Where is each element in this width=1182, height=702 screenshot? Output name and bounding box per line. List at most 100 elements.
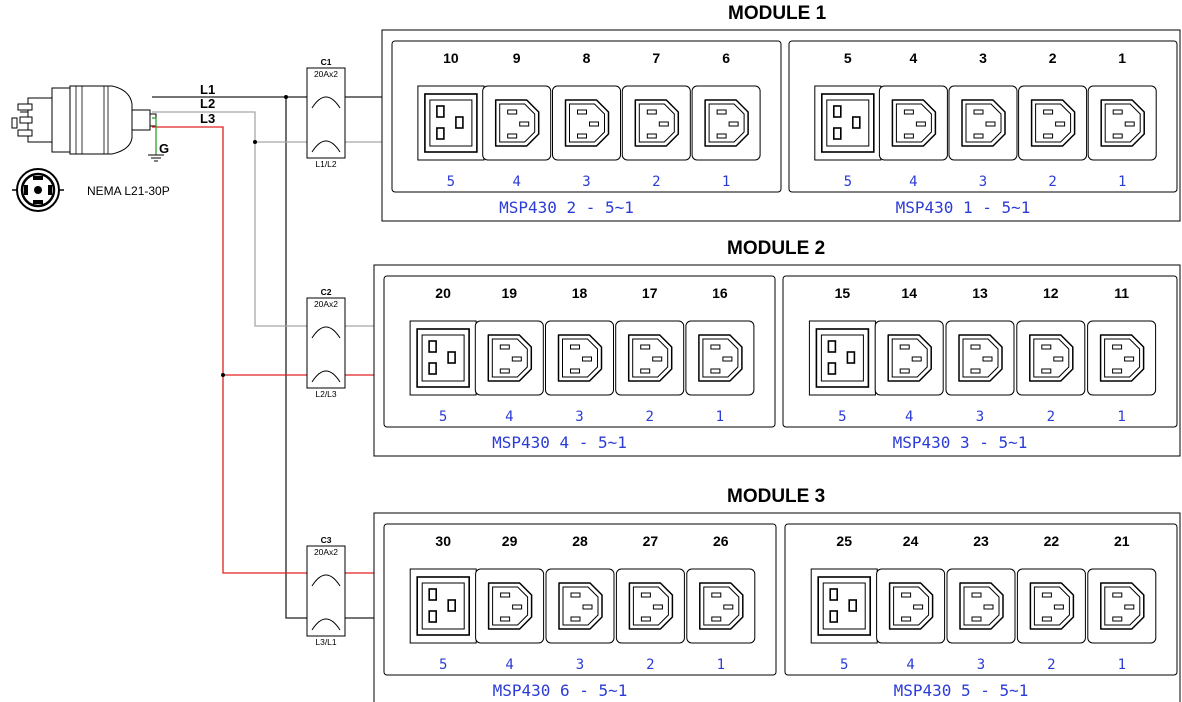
breaker-contact-icon (311, 370, 341, 383)
outlet-14[interactable] (874, 320, 944, 396)
outlet-number: 25 (836, 533, 852, 549)
breaker-contact-icon (311, 140, 341, 153)
ground-label: G (159, 141, 169, 156)
plug-type-label: NEMA L21-30P (87, 184, 170, 198)
outlet-7[interactable] (621, 85, 691, 161)
outlet-12[interactable] (1016, 320, 1086, 396)
outlet-8[interactable] (552, 85, 621, 161)
outlet-sub-index: 1 (1117, 409, 1125, 425)
outlet-19[interactable] (474, 320, 544, 396)
breaker-contact-icon (311, 96, 341, 109)
outlet-sub-index: 4 (505, 409, 513, 425)
outlet-sub-index: 5 (844, 174, 852, 190)
outlet-21[interactable] (1087, 568, 1157, 644)
outlet-sub-index: 4 (505, 657, 513, 673)
breaker-contact-icon (311, 326, 341, 339)
outlet-1[interactable] (1087, 85, 1157, 161)
line-l3-label: L3 (200, 111, 215, 126)
outlet-number: 28 (572, 533, 588, 549)
breaker-name: C3 (321, 535, 332, 545)
outlet-23[interactable] (946, 568, 1016, 644)
outlet-20[interactable] (409, 320, 477, 396)
outlet-sub-index: 1 (722, 174, 730, 190)
outlet-number: 12 (1043, 285, 1059, 301)
outlet-sub-index: 3 (979, 174, 987, 190)
outlet-11[interactable] (1087, 320, 1157, 396)
outlet-number: 27 (643, 533, 659, 549)
outlet-26[interactable] (686, 568, 756, 644)
outlet-number: 26 (713, 533, 729, 549)
outlet-27[interactable] (615, 568, 685, 644)
breaker-name: C1 (321, 57, 332, 67)
wire-l2-c2 (254, 142, 312, 327)
msp430-group-label: MSP430 5 - 5~1 (894, 681, 1029, 700)
outlet-sub-index: 2 (1047, 409, 1055, 425)
wire-junction (284, 95, 288, 99)
outlet-2[interactable] (1018, 85, 1088, 161)
module-title: MODULE 2 (727, 238, 825, 259)
outlet-10[interactable] (417, 85, 485, 161)
outlet-6[interactable] (691, 85, 761, 161)
outlet-9[interactable] (482, 85, 552, 161)
outlet-sub-index: 3 (575, 409, 583, 425)
outlet-sub-index: 5 (447, 174, 455, 190)
outlet-number: 8 (583, 50, 591, 66)
outlet-sub-index: 1 (716, 409, 724, 425)
outlet-4[interactable] (878, 85, 948, 161)
outlet-sub-index: 4 (909, 174, 917, 190)
outlet-sub-index: 4 (906, 657, 914, 673)
wire-l3 (152, 126, 312, 574)
outlet-22[interactable] (1016, 568, 1086, 644)
breaker-name: C2 (321, 287, 332, 297)
outlet-number: 1 (1118, 50, 1126, 66)
line-l1-label: L1 (200, 82, 215, 97)
outlet-17[interactable] (615, 320, 685, 396)
outlet-5[interactable] (814, 85, 882, 161)
outlet-sub-index: 1 (1118, 174, 1126, 190)
outlet-number: 15 (835, 285, 851, 301)
outlet-29[interactable] (475, 568, 545, 644)
outlet-sub-index: 3 (576, 657, 584, 673)
outlet-sub-index: 2 (646, 657, 654, 673)
outlet-sub-index: 4 (905, 409, 913, 425)
breaker-contact-icon (311, 574, 341, 587)
outlet-number: 2 (1049, 50, 1057, 66)
outlet-number: 6 (722, 50, 730, 66)
outlet-30[interactable] (409, 568, 477, 644)
wire-junction (253, 140, 257, 144)
outlet-number: 7 (652, 50, 660, 66)
outlet-number: 20 (435, 285, 451, 301)
outlet-number: 21 (1114, 533, 1130, 549)
outlet-number: 19 (502, 285, 518, 301)
outlet-24[interactable] (876, 568, 946, 644)
wire-ground (152, 117, 157, 155)
msp430-group-label: MSP430 4 - 5~1 (492, 433, 627, 452)
outlet-number: 30 (435, 533, 451, 549)
msp430-group-label: MSP430 6 - 5~1 (493, 681, 628, 700)
outlet-15[interactable] (808, 320, 876, 396)
msp430-group-label: MSP430 2 - 5~1 (499, 198, 634, 217)
breaker-phase: L1/L2 (315, 159, 337, 169)
outlet-25[interactable] (810, 568, 878, 644)
outlet-13[interactable] (945, 320, 1015, 396)
outlet-28[interactable] (545, 568, 615, 644)
outlet-sub-index: 2 (1047, 657, 1055, 673)
breaker-contact-icon (311, 618, 341, 631)
outlet-3[interactable] (948, 85, 1018, 161)
outlet-16[interactable] (685, 320, 755, 396)
outlet-18[interactable] (545, 320, 614, 396)
outlet-number: 13 (972, 285, 988, 301)
wire-l2 (152, 111, 312, 143)
outlet-number: 14 (901, 285, 917, 301)
supply-wiring (148, 95, 382, 619)
